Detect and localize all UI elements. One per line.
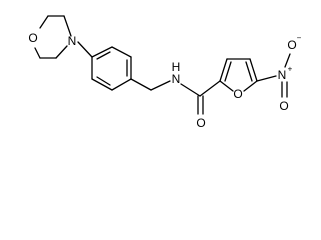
morpholine-oxygen-label: O <box>28 31 37 45</box>
bond-phenyl-ch2 <box>130 78 152 91</box>
bond-phenyl-1-2 <box>91 46 113 58</box>
atom-labels: O N N H O O N + O − O <box>28 31 301 130</box>
bond-morpholine-o-c1 <box>39 15 49 29</box>
bond-morpholine-c4-o <box>34 47 41 59</box>
amide-hydrogen-label: H <box>172 60 181 74</box>
bond-n-carbonyl <box>180 83 201 97</box>
nitro-oxygen-bottom-label: O <box>279 99 288 113</box>
bond-furan-nitro <box>256 75 277 82</box>
bond-morpholine-c2-n <box>63 15 72 37</box>
bond-n-phenyl <box>77 41 93 58</box>
nitro-oxygen-top-charge: − <box>297 34 302 43</box>
bond-phenyl-2-3 <box>111 46 132 58</box>
bond-ch2-n <box>150 80 171 91</box>
amide-nitrogen-label: N <box>172 72 181 86</box>
bond-furan-o-c2 <box>219 80 234 92</box>
nitro-oxygen-top-label: O <box>287 38 296 52</box>
bond-phenyl-inner-a <box>96 51 111 60</box>
bond-furan-c5-o <box>243 80 258 92</box>
bond-carbonyl-furan <box>199 80 221 97</box>
furan-oxygen-label: O <box>233 87 242 101</box>
bond-morpholine-n-c3 <box>55 45 68 59</box>
amide-oxygen-label: O <box>196 116 205 130</box>
nitro-nitrogen-label: N <box>278 68 287 82</box>
bond-phenyl-4-5 <box>111 78 132 91</box>
bond-furan-c2-c3-inner <box>224 61 232 82</box>
morpholine-nitrogen-label: N <box>68 34 77 48</box>
bond-lines <box>34 15 291 115</box>
bond-furan-c4-c5 <box>249 58 258 82</box>
bond-furan-c4-c5-inner <box>245 61 253 82</box>
bond-furan-c2-c3 <box>219 58 228 82</box>
bond-nitro-o-top <box>284 53 291 68</box>
chemical-structure: O N N H O O N + O − O <box>28 15 302 130</box>
bond-phenyl-5-6 <box>91 78 113 91</box>
bond-phenyl-inner-c <box>96 76 111 86</box>
nitro-nitrogen-charge: + <box>288 65 293 74</box>
